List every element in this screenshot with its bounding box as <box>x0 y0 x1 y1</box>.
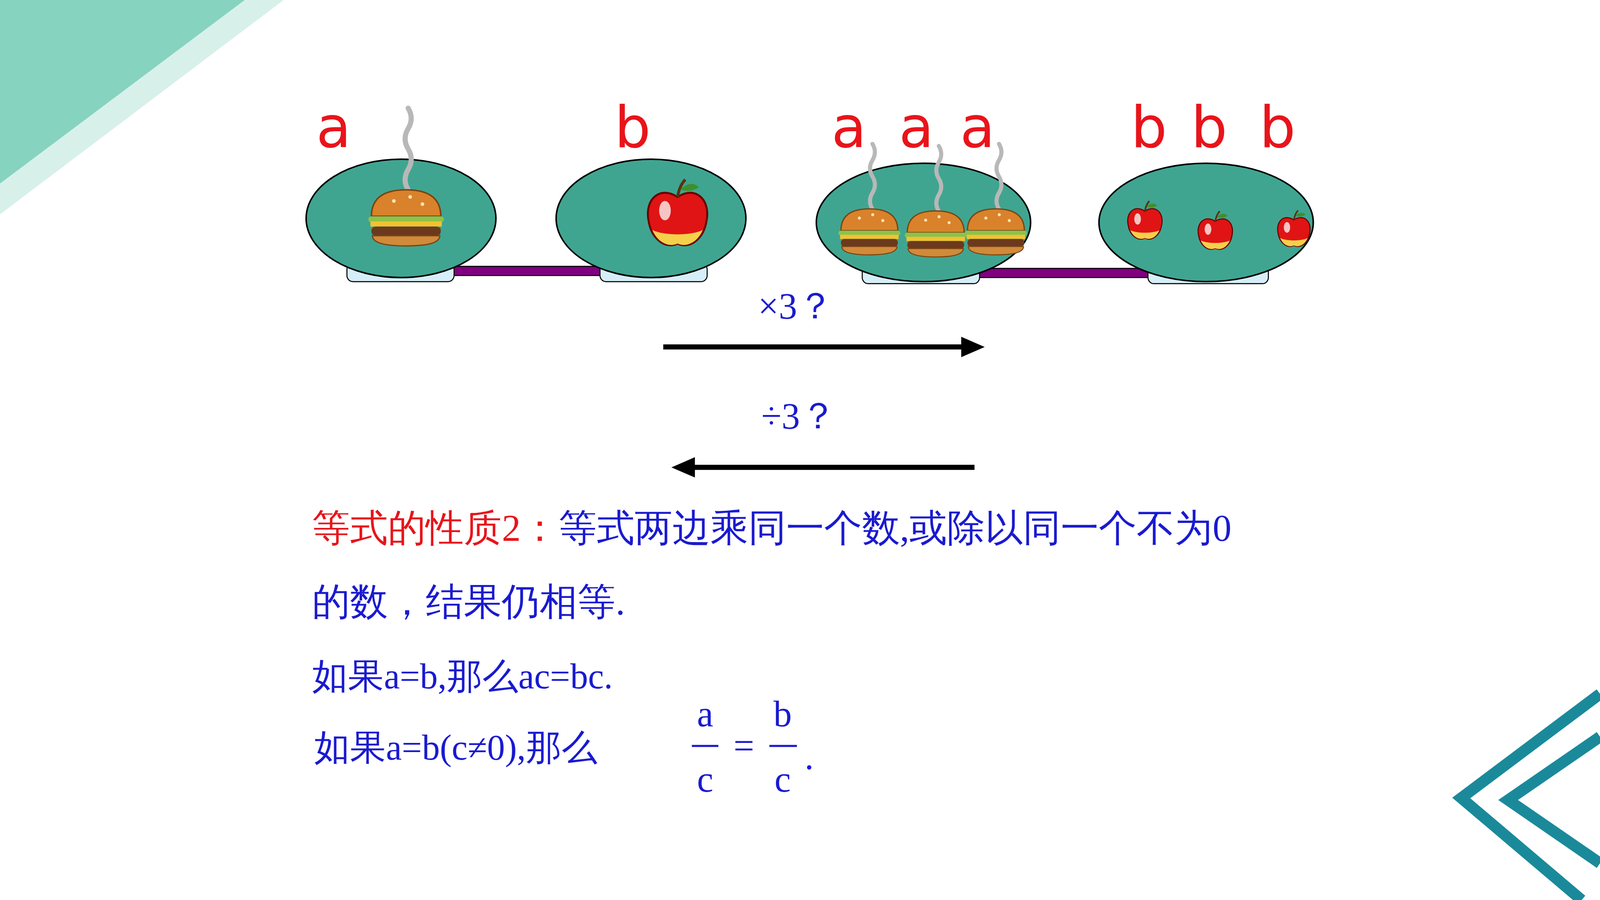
apple <box>647 179 708 246</box>
variable-label: b <box>1130 94 1168 161</box>
burger <box>965 208 1028 255</box>
corner-chevron <box>1461 693 1600 900</box>
fraction-bar <box>691 745 719 748</box>
balance-plate <box>1099 163 1314 282</box>
period: . <box>804 735 814 778</box>
variable-label: a <box>831 94 867 161</box>
property-heading: 等式的性质2： <box>312 507 559 550</box>
balance-plate <box>556 159 747 278</box>
operation-label: ÷3？ <box>761 395 837 438</box>
rule-text: 如果a=b(c≠0),那么 <box>314 727 598 769</box>
variable-label: a <box>960 94 995 161</box>
fraction-denominator: c <box>774 758 791 801</box>
corner-band <box>0 0 284 215</box>
operation-label: ×3？ <box>757 285 834 328</box>
fraction-denominator: c <box>697 758 714 801</box>
burger <box>838 208 901 255</box>
steam <box>405 108 412 190</box>
burger <box>368 190 444 247</box>
arrow-head <box>671 457 695 478</box>
variable-label: b <box>614 94 651 161</box>
equals-sign: = <box>733 725 755 768</box>
rule-text: 如果a=b,那么ac=bc. <box>312 655 613 698</box>
steam <box>996 143 1002 210</box>
apple <box>1277 210 1310 247</box>
apple <box>1127 200 1163 239</box>
property-paragraph: 等式的性质2：等式两边乘同一个数,或除以同一个不为0的数，结果仍相等. <box>312 491 1262 639</box>
balance-plate <box>816 163 1031 282</box>
steam <box>936 145 942 212</box>
fraction-numerator: a <box>697 693 714 736</box>
arrow-line <box>663 344 968 350</box>
corner-chevron <box>1508 736 1600 864</box>
fraction-bar <box>769 745 798 748</box>
steam <box>870 143 875 210</box>
burger <box>904 210 967 257</box>
arrow-head <box>961 336 985 358</box>
balance-plate <box>306 159 497 278</box>
fraction-numerator: b <box>773 693 792 736</box>
arrow-line <box>688 465 975 470</box>
apple <box>1197 211 1233 250</box>
variable-label: b <box>1191 94 1228 161</box>
variable-label: a <box>898 94 934 161</box>
variable-label: b <box>1259 94 1296 161</box>
variable-label: a <box>316 94 352 161</box>
